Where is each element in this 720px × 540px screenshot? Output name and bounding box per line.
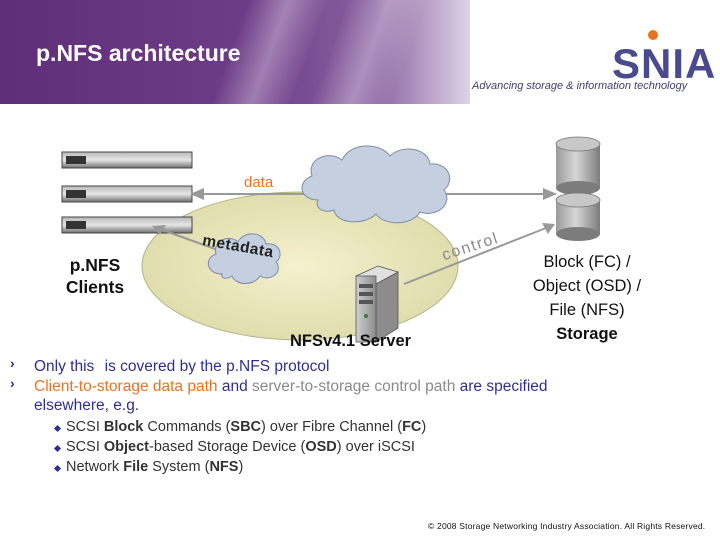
metadata-arrow-head [152,225,166,235]
snia-logo-dot [648,30,658,40]
diagram-graphics [61,136,601,343]
storage-label-line: Object (OSD) / [532,277,642,295]
clients-label-line: Clients [65,277,125,297]
sub-text: -based Storage Device ( [149,439,306,455]
bullet-chevron-icon: › [10,375,15,391]
data-arrow-left [190,188,204,200]
metadata-cloud [207,233,281,284]
pnfs-diagram: data metadata control p.NFS Clients NFSv… [0,104,720,354]
data-arrow-right [543,188,557,200]
title-bar: p.NFS architecture [0,0,470,104]
sub-bullet-nfs: Network File System (NFS) [66,459,243,475]
bullet-2-data-path: Client-to-storage data path [34,378,218,395]
bullet-chevron-icon: › [10,355,15,371]
sub-text: ) over Fibre Channel ( [261,419,403,435]
bullet-1-text-b: is covered by the p.NFS protocol [104,358,330,375]
bullet-item-2: Client-to-storage data path and server-t… [34,378,548,395]
snia-logo: SNIA [612,40,717,87]
server-label: NFSv4.1 Server [290,332,412,350]
sub-bullet-marker [53,444,62,453]
network-cloud [301,145,451,224]
sub-text: System ( [148,459,210,475]
data-label: data [244,174,274,191]
sub-text: Network [66,459,124,475]
sub-text: File [123,459,149,475]
sub-text: ) over iSCSI [336,439,415,455]
storage-label: Block (FC) / Object (OSD) / File (NFS) S… [514,250,660,346]
client-servers [61,151,193,234]
sub-text: ) [238,459,244,475]
sub-text: Commands ( [143,419,231,435]
sub-text: ) [421,419,427,435]
bullet-item-1: Only this is covered by the p.NFS protoc… [34,358,329,375]
bullet-2-control-path: server-to-storage control path [252,378,456,395]
clients-label-line: p.NFS [69,255,121,275]
storage-label-line: Storage [556,325,618,343]
sub-text: FC [402,419,422,435]
bullet-2-specified: are specified [455,378,548,395]
sub-text: OSD [305,439,337,455]
storage-disks [555,136,601,241]
storage-label-line: File (NFS) [549,301,625,319]
sub-text: SBC [230,419,262,435]
sub-text: NFS [209,459,239,475]
copyright-footer: © 2008 Storage Networking Industry Assoc… [428,521,706,531]
sub-bullet-sbc: SCSI Block Commands (SBC) over Fibre Cha… [66,419,426,435]
sub-text: Block [103,419,144,435]
sub-text: SCSI [66,419,104,435]
sub-bullet-marker [53,424,62,433]
storage-label-line: Block (FC) / [543,253,631,271]
slide-header: p.NFS architecture SNIA Advancing storag… [0,0,720,104]
clients-label: p.NFS Clients [40,254,150,298]
bullet-1-text-a: Only this [34,358,95,375]
sub-bullet-marker [53,464,62,473]
title-decoration [311,0,429,104]
sub-bullet-osd: SCSI Object-based Storage Device (OSD) o… [66,439,415,455]
sub-text: Object [103,439,149,455]
control-arrow-head [542,223,555,234]
snia-tagline: Advancing storage & information technolo… [472,80,688,92]
bullet-2-and: and [217,378,253,395]
sub-text: SCSI [66,439,104,455]
metadata-arrow [159,228,216,250]
slide-title: p.NFS architecture [36,40,241,66]
control-path-line [403,227,547,285]
nfs-server-icon [354,265,400,343]
bullet-2-continuation: elsewhere, e.g. [34,397,140,414]
